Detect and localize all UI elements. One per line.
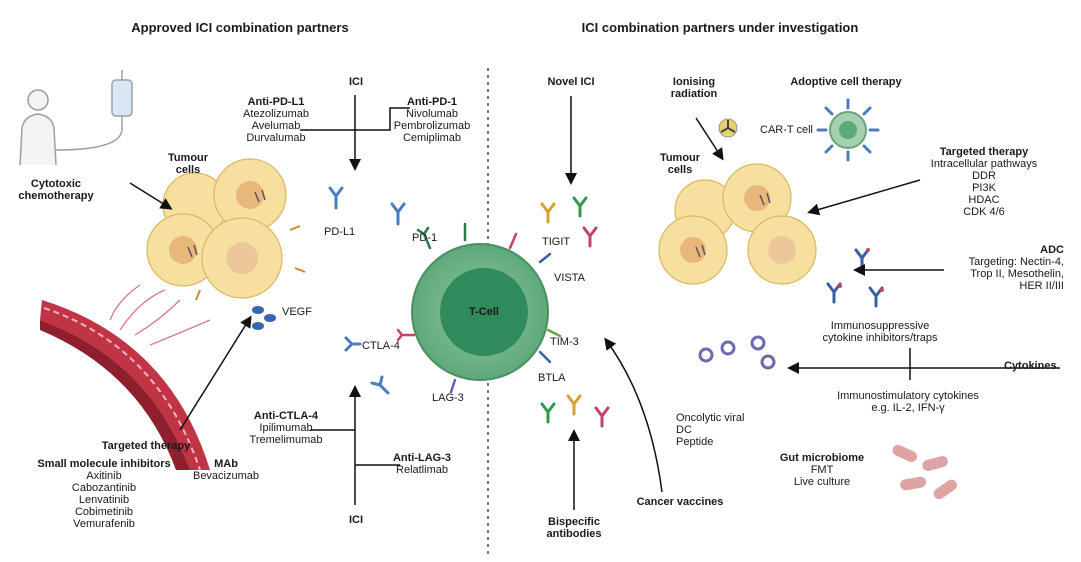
anti-pd1-block: Anti-PD-1 Nivolumab Pembrolizumab Cemipl…: [393, 96, 471, 144]
gut-microbiome-icon: [892, 444, 957, 500]
tumour-cells-right: [658, 163, 817, 285]
adc-icons: [826, 248, 884, 308]
pd1-label: PD-1: [412, 232, 438, 244]
tim3-label: TIM-3: [550, 336, 579, 348]
targeted-therapy-right-block: Targeted therapy Intracellular pathways …: [930, 146, 1038, 218]
car-t-label: CAR-T cell: [760, 124, 813, 136]
car-t-cell-icon: [816, 98, 880, 162]
vegf-icon: [252, 306, 276, 330]
small-molecule-block: Small molecule inhibitors Axitinib Caboz…: [37, 458, 171, 530]
tcell-label: T-Cell: [469, 306, 499, 318]
immunosuppressive-label: Immunosuppressive cytokine inhibitors/tr…: [822, 320, 938, 344]
ici-bottom-label: ICI: [349, 514, 364, 526]
tumour-cells-left: [146, 158, 306, 301]
lag3-label: LAG-3: [432, 392, 464, 404]
adc-block: ADC Targeting: Nectin-4, Trop II, Mesoth…: [968, 244, 1064, 292]
vista-label: VISTA: [554, 272, 585, 284]
tcell-icon: [396, 222, 562, 394]
anti-pdl1-block: Anti-PD-L1 Atezolizumab Avelumab Durvalu…: [242, 96, 310, 144]
cytotoxic-label: Cytotoxic chemotherapy: [18, 178, 94, 202]
novel-ici-label: Novel ICI: [547, 76, 595, 88]
mab-block: MAb Bevacizumab: [192, 458, 260, 482]
arrows-left: [129, 95, 410, 505]
tumour-cells-left-label: Tumour cells: [167, 152, 209, 176]
novel-ici-antibodies: [540, 196, 598, 248]
anti-lag3-block: Anti-LAG-3 Relatlimab: [392, 452, 452, 476]
immunostimulatory-label: Immunostimulatory cytokines e.g. IL-2, I…: [837, 390, 979, 414]
btla-label: BTLA: [538, 372, 566, 384]
blood-vessel-icon: [40, 284, 211, 471]
bispecific-antibodies-label: Bispecific antibodies: [546, 516, 602, 540]
patient-iv-icon: [19, 70, 133, 166]
cancer-vaccines-label: Cancer vaccines: [636, 496, 724, 508]
vaccine-types-label: Oncolytic viral DC Peptide: [676, 412, 745, 448]
radiation-icon: [718, 118, 738, 138]
arrows-right: [565, 96, 1060, 510]
bispecific-antibodies-icon: [540, 394, 610, 428]
gut-microbiome-block: Gut microbiome FMT Live culture: [779, 452, 865, 488]
left-section-title: Approved ICI combination partners: [131, 20, 349, 35]
vegf-label: VEGF: [282, 306, 312, 318]
ionising-radiation-label: Ionising radiation: [670, 76, 718, 100]
cytokines-label: Cytokines: [1004, 360, 1057, 372]
anti-ctla4-block: Anti-CTLA-4 Ipilimumab Tremelimumab: [249, 410, 323, 446]
antibody-icons-left: [328, 186, 406, 395]
pdl1-label: PD-L1: [324, 226, 356, 238]
cytokine-icons: [698, 335, 776, 370]
adoptive-cell-therapy-label: Adoptive cell therapy: [790, 76, 902, 88]
ctla4-label: CTLA-4: [362, 340, 400, 352]
targeted-therapy-left-heading: Targeted therapy: [101, 440, 191, 452]
tigit-label: TIGIT: [542, 236, 571, 248]
right-section-title: ICI combination partners under investiga…: [581, 20, 859, 35]
tumour-cells-right-label: Tumour cells: [659, 152, 701, 176]
ici-top-label: ICI: [349, 76, 364, 88]
